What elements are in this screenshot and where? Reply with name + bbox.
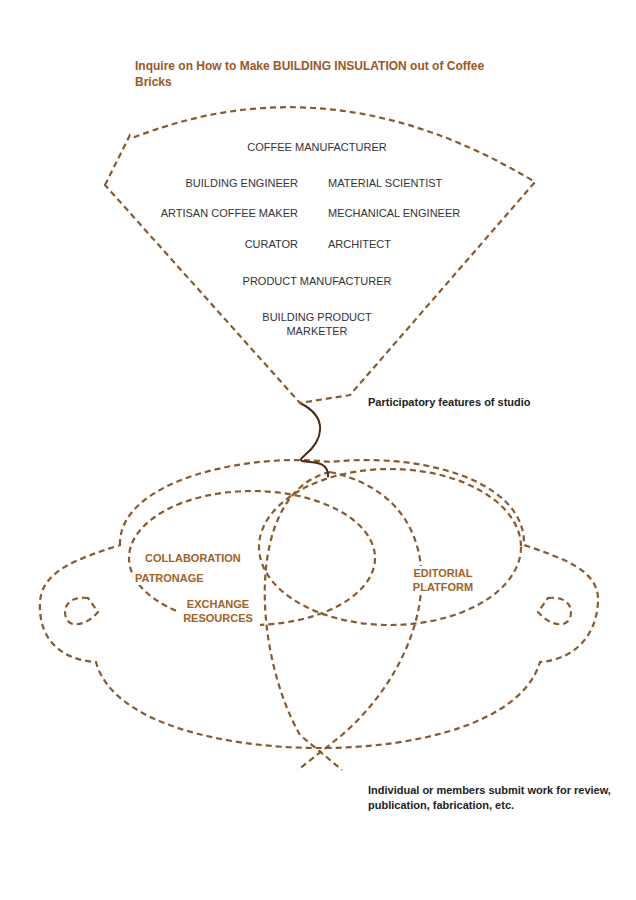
left-handle-hole <box>65 598 98 625</box>
role-label: ARCHITECT <box>328 237 391 251</box>
feature-label: EXCHANGE RESOURCES <box>176 597 260 626</box>
connector-line <box>300 403 328 477</box>
coffee-filter-shape <box>105 107 535 403</box>
feature-ellipse: COLLABORATION PATRONAGE EXCHANGE RESOURCES <box>128 490 376 626</box>
role-label: BUILDING PRODUCT MARKETER <box>257 310 377 339</box>
cup-inner-loop <box>265 472 342 770</box>
role-label: MECHANICAL ENGINEER <box>328 206 460 220</box>
role-label: CURATOR <box>245 237 298 251</box>
role-label: PRODUCT MANUFACTURER <box>243 274 392 288</box>
diagram-title: Inquire on How to Make BUILDING INSULATI… <box>135 58 505 90</box>
feature-label: COLLABORATION <box>143 551 243 565</box>
role-label: BUILDING ENGINEER <box>186 176 298 190</box>
role-label: ARTISAN COFFEE MAKER <box>161 206 298 220</box>
feature-ellipse: EDITORIAL PLATFORM <box>258 468 522 626</box>
note-label: Individual or members submit work for re… <box>368 783 618 813</box>
feature-label: EDITORIAL PLATFORM <box>401 566 485 595</box>
coffee-filter: COFFEE MANUFACTURER BUILDING ENGINEER MATE… <box>103 80 535 405</box>
right-handle-hole <box>538 598 571 625</box>
role-label: MATERIAL SCIENTIST <box>328 176 442 190</box>
cup-outline <box>40 460 598 748</box>
note-label: Participatory features of studio <box>368 395 588 410</box>
feature-label: PATRONAGE <box>133 571 206 585</box>
role-label: COFFEE MANUFACTURER <box>247 140 386 154</box>
feature-ellipse-outline <box>258 468 522 626</box>
feature-ellipse-shape <box>259 469 521 625</box>
cup-inner-loop <box>298 472 422 770</box>
coffee-filter-outline <box>103 80 535 405</box>
feature-ellipse-shape <box>129 491 375 625</box>
